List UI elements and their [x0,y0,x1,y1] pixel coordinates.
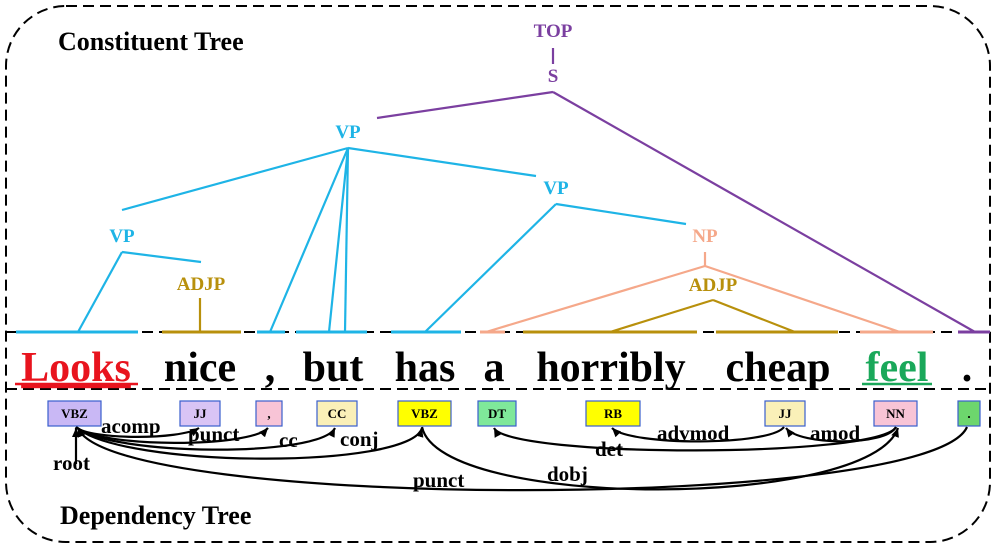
pos-tag-4: VBZ [411,406,438,421]
token-has: has [395,345,456,391]
constituent-edges [77,48,976,334]
edge-np-a [485,264,706,334]
dep-label-cc: cc [279,428,298,452]
pos-box-0 [47,400,102,427]
dep-label-acomp: acomp [101,414,161,438]
edge-adjpright-horribly [609,298,714,334]
arc-advmod [611,426,785,443]
dep-label-conj: conj [340,427,379,451]
pos-box-4 [397,400,452,427]
outer-frame [5,5,991,543]
node-vp-main: VP [335,122,361,143]
edge-vp-vpleft [121,146,349,212]
dependency-arcs [72,426,969,492]
arc-amod [785,426,897,443]
dependency-labels: root acomp punct cc conj det advmod amod… [53,414,860,492]
arc-cc [75,426,336,451]
pos-box-3 [316,400,358,427]
dep-label-root: root [53,451,90,475]
token-a: a [484,345,505,391]
token-cheap: cheap [726,345,831,391]
dep-label-dobj: dobj [547,462,588,486]
token-nice: nice [164,345,236,391]
pos-box-9 [957,400,981,427]
edge-vpleft-adjp [121,250,202,264]
pos-tag-1: JJ [194,406,208,421]
pos-tag-5: DT [488,406,506,421]
pos-box-8 [873,400,918,427]
pos-box-7 [764,400,806,427]
dependency-tree-title: Dependency Tree [60,501,251,530]
arc-conj [75,426,424,460]
edge-vpright-has [424,203,557,333]
node-np: NP [692,226,718,247]
pos-box-1 [179,400,221,427]
node-top: TOP [534,21,573,42]
edge-vpright-np [555,202,687,226]
dep-label-punct1: punct [188,422,239,446]
dep-label-punct2: punct [413,468,464,492]
arc-punct2 [76,426,969,492]
node-adjp-right: ADJP [689,275,738,296]
edge-s-vp [376,90,554,120]
pos-tag-6: RB [604,406,622,421]
token-period: . [962,345,973,391]
token-but: but [303,345,364,391]
sentence: Looks nice , but has a horribly cheap fe… [15,345,972,391]
edge-vp-but-b [343,147,350,333]
node-adjp-left: ADJP [177,274,226,295]
pos-box-2 [255,400,283,427]
edge-adjpright-cheap [712,298,796,334]
edge-vp-comma [268,147,350,333]
pos-tags: VBZ JJ , CC VBZ DT RB JJ NN . [47,400,981,427]
token-comma: , [265,345,276,391]
edge-s-period [552,91,976,333]
pos-tag-3: CC [328,406,347,421]
pos-tag-2: , [267,406,270,421]
pos-box-6 [585,400,641,427]
edge-vpleft-looks [77,251,123,333]
constituent-labels: TOP S VP VP VP NP ADJP ADJP [109,21,737,296]
pos-tag-0: VBZ [61,406,88,421]
pos-tag-8: NN [886,406,905,421]
dep-label-det: det [595,437,623,461]
edge-vp-but-a [327,147,350,333]
edge-vp-vpright [347,146,537,178]
pos-tag-9: . [967,406,970,421]
node-s: S [548,66,559,87]
pos-tag-7: JJ [779,406,793,421]
arc-dobj [420,426,900,491]
dep-label-amod: amod [810,421,860,445]
constituent-tree-title: Constituent Tree [58,27,244,56]
edge-np-feel [704,264,901,334]
node-vp-left: VP [109,226,135,247]
token-horribly: horribly [536,345,685,391]
dep-label-advmod: advmod [657,421,730,445]
node-vp-right: VP [543,178,569,199]
pos-box-5 [477,400,517,427]
